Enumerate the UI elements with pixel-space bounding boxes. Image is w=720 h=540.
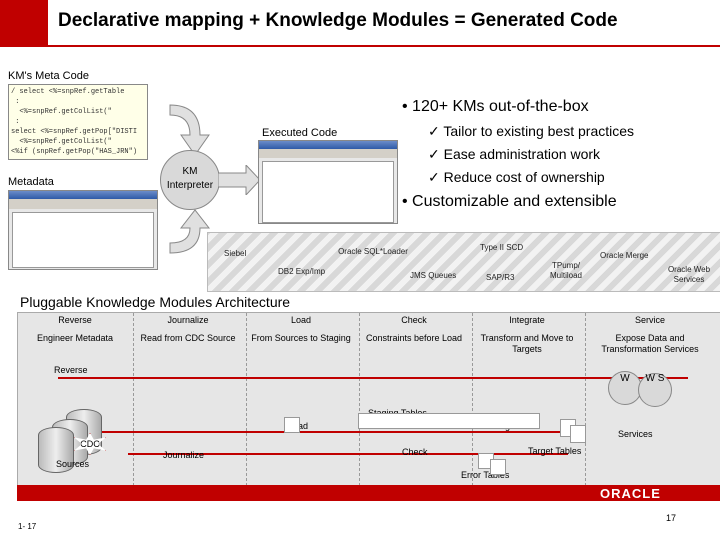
bullet-sub-3-text: Reduce cost of ownership — [443, 169, 605, 185]
col-divider — [585, 313, 586, 491]
diagram-target-tables-label: Target Tables — [528, 446, 582, 456]
tech-db2: DB2 Exp/Imp — [278, 267, 326, 276]
col-desc-load: From Sources to Staging — [251, 333, 351, 343]
tech-tpump: TPump/ Multiload — [549, 261, 582, 280]
bullet-sub-1-text: Tailor to existing best practices — [443, 123, 635, 139]
diagram-services-label: Services — [618, 429, 653, 439]
architecture-title: Pluggable Knowledge Modules Architecture — [20, 294, 291, 310]
bullet-main-2: • Customizable and extensible — [402, 193, 617, 210]
tech-oracle-ws: Oracle Web Services — [667, 265, 711, 284]
bullet-sub-2-text: Ease administration work — [443, 146, 601, 162]
col-desc-journalize: Read from CDC Source — [140, 333, 236, 343]
web-service-globe: W — [608, 371, 642, 405]
slide-left-label: 1- 17 — [18, 522, 37, 531]
footer-red-bar — [17, 485, 720, 501]
error-table-icon — [490, 459, 506, 475]
slide-title: Declarative mapping + Knowledge Modules … — [58, 10, 618, 31]
up-arrow-icon — [165, 208, 215, 263]
col-desc-reverse: Engineer Metadata — [36, 333, 114, 343]
bullet-main-2-text: Customizable and extensible — [412, 193, 617, 210]
bullet-sub-2: ✓ Ease administration work — [428, 146, 601, 162]
diagram-error-tables-label: Error Tables — [461, 470, 510, 480]
staging-tables-box — [358, 413, 540, 429]
tech-oracle-merge: Oracle Merge — [600, 251, 649, 260]
bullet-main-1: • 120+ KMs out-of-the-box — [402, 98, 589, 115]
source-db-icon — [38, 427, 74, 473]
km-interpreter-label: KM Interpreter — [166, 166, 214, 191]
web-service-globe: W S — [638, 373, 672, 407]
architecture-diagram: Reverse Engineer Metadata Journalize Rea… — [17, 312, 720, 492]
executed-code-screenshot — [258, 140, 398, 224]
col-head-load: Load — [290, 315, 312, 325]
load-flow-line — [98, 431, 578, 433]
diagram-journalize-label: Journalize — [163, 450, 205, 460]
load-table-icon — [284, 417, 300, 433]
metadata-label: Metadata — [8, 176, 54, 188]
bullet-sub-1: ✓ Tailor to existing best practices — [428, 123, 635, 139]
col-desc-check: Constraints before Load — [365, 333, 463, 343]
bullet-main-1-text: 120+ KMs out-of-the-box — [412, 98, 589, 115]
col-divider — [472, 313, 473, 491]
oracle-logo: ORACLE — [600, 486, 661, 501]
col-divider — [133, 313, 134, 491]
journalize-flow-line — [128, 453, 568, 455]
tech-oracle-sqlloader: Oracle SQL*Loader — [338, 247, 408, 256]
ws-label: W — [620, 373, 630, 384]
diagram-sources-label: Sources — [56, 459, 90, 469]
metadata-screenshot — [8, 190, 158, 270]
technology-strip: Siebel Oracle SQL*Loader DB2 Exp/Imp JMS… — [207, 232, 720, 292]
header-red-block — [0, 0, 48, 46]
executed-code-label: Executed Code — [262, 127, 338, 139]
diagram-reverse-label: Reverse — [54, 365, 88, 375]
col-head-check: Check — [401, 315, 427, 325]
header-rule — [0, 45, 720, 47]
col-desc-integrate: Transform and Move to Targets — [480, 333, 574, 354]
col-head-integrate: Integrate — [509, 315, 545, 325]
code-snippet: / select <%=snpRef.getTable : <%=snpRef.… — [9, 85, 147, 159]
ws-label: W S — [645, 373, 665, 384]
col-head-service: Service — [634, 315, 665, 325]
km-meta-code-label: KM's Meta Code — [8, 70, 89, 82]
col-divider — [246, 313, 247, 491]
km-meta-code-screenshot: / select <%=snpRef.getTable : <%=snpRef.… — [8, 84, 148, 160]
km-interpreter-circle: KM Interpreter — [160, 150, 220, 210]
diagram-check-label: Check — [402, 447, 428, 457]
col-head-reverse: Reverse — [58, 315, 92, 325]
col-desc-service: Expose Data and Transformation Services — [601, 333, 699, 354]
tech-sap: SAP/R3 — [486, 273, 515, 282]
tech-jms: JMS Queues — [410, 271, 457, 280]
tech-type2-scd: Type II SCD — [480, 243, 524, 252]
tech-siebel: Siebel — [224, 249, 247, 258]
reverse-flow-line — [58, 377, 688, 379]
target-table-icon — [570, 425, 586, 443]
col-head-journalize: Journalize — [167, 315, 209, 325]
bullet-sub-3: ✓ Reduce cost of ownership — [428, 169, 605, 185]
col-divider — [359, 313, 360, 491]
page-number: 17 — [666, 513, 677, 523]
right-arrow-icon — [217, 163, 262, 200]
